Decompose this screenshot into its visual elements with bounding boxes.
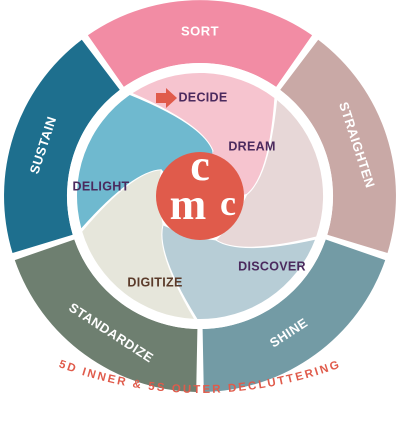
inner-ring: DECIDE DREAM DISCOVER DIGITIZE DELIGHT xyxy=(73,72,324,320)
inner-label-discover: DISCOVER xyxy=(238,259,306,273)
logo-letter-c-top: c xyxy=(190,141,210,190)
outer-label-sort: SORT xyxy=(181,23,219,38)
outer-segment-shine xyxy=(202,239,386,392)
outer-segment-sustain xyxy=(4,39,120,254)
inner-petal-digitize xyxy=(82,170,194,319)
outer-segment-sort xyxy=(87,0,313,87)
outer-segment-standardize xyxy=(14,239,198,392)
cmc-logo: c m c xyxy=(156,141,244,240)
outer-segment-straighten xyxy=(280,39,396,254)
inner-label-decide: DECIDE xyxy=(178,90,227,104)
inner-petal-delight xyxy=(77,95,213,229)
inner-label-digitize: DIGITIZE xyxy=(127,275,182,289)
logo-circle xyxy=(156,152,244,240)
inner-label-dream: DREAM xyxy=(228,139,275,153)
inner-petal-dream xyxy=(216,100,324,247)
logo-letter-c-right: c xyxy=(220,183,236,223)
decide-arrow-icon xyxy=(156,88,177,108)
inner-petal-discover xyxy=(162,225,315,320)
inner-label-delight: DELIGHT xyxy=(73,179,130,193)
logo-letter-m: m xyxy=(170,180,207,229)
